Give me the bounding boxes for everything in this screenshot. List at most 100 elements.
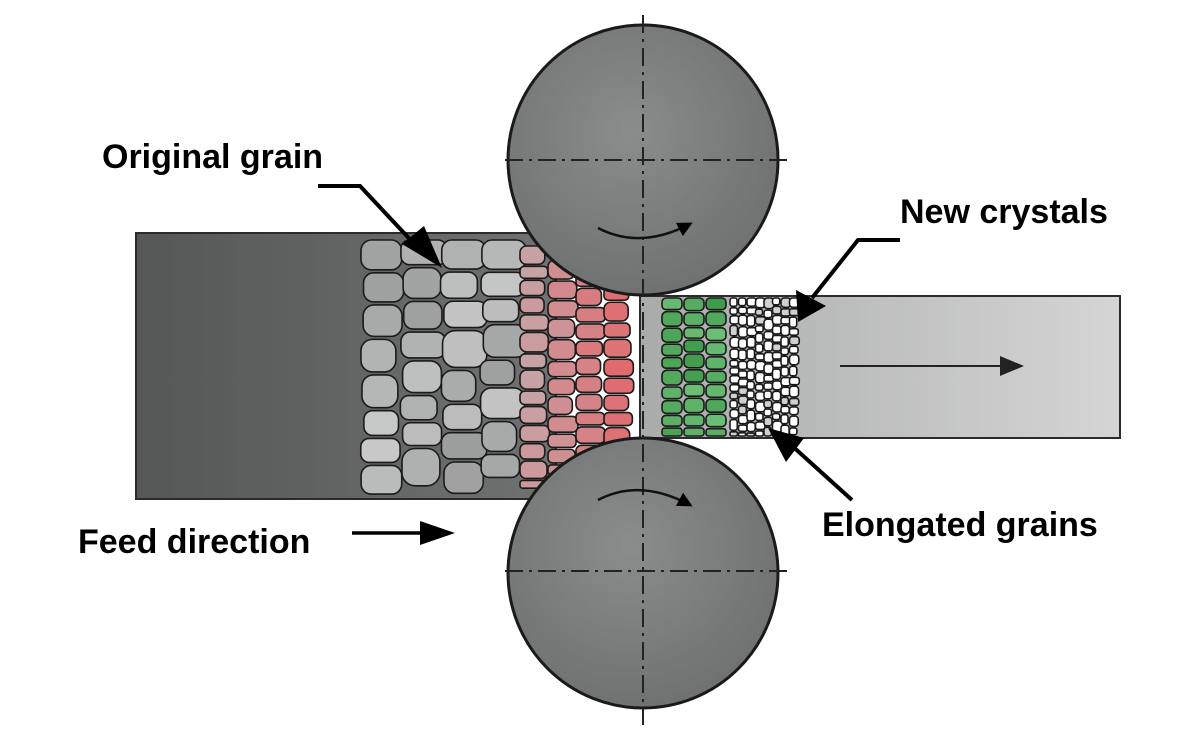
grain: [360, 338, 397, 373]
grain: [737, 405, 748, 415]
grain: [729, 324, 739, 337]
grain: [575, 287, 603, 307]
grain: [788, 345, 799, 355]
grain: [575, 306, 607, 323]
grain: [729, 359, 739, 368]
grain: [754, 343, 764, 354]
grain: [771, 342, 782, 352]
grain: [547, 299, 579, 318]
grain: [443, 461, 485, 495]
grain: [771, 305, 782, 315]
grain: [575, 340, 604, 357]
grain: [683, 413, 705, 427]
grain: [788, 385, 800, 398]
grain: [705, 370, 727, 384]
grain: [737, 360, 748, 371]
grain: [780, 413, 789, 425]
grain: [763, 416, 773, 427]
grain: [705, 341, 727, 356]
grain: [754, 308, 764, 317]
grain: [603, 322, 631, 339]
grain: [603, 377, 635, 395]
grain: [362, 304, 403, 338]
grain: [737, 349, 748, 361]
grain: [729, 399, 738, 409]
grain: [729, 367, 740, 375]
grain: [763, 399, 773, 409]
grain: [780, 355, 789, 367]
elongated-grains-leader: [788, 442, 854, 502]
grain: [683, 397, 705, 414]
grain: [780, 324, 791, 337]
grain: [519, 245, 546, 266]
grain: [754, 430, 765, 437]
grain: [788, 376, 801, 386]
grain: [441, 329, 488, 369]
grain: [401, 360, 443, 394]
grain: [519, 405, 548, 425]
grain: [440, 369, 477, 403]
grain: [519, 353, 547, 369]
elongated-grains-arrowhead: [768, 428, 804, 462]
lower-rotation-arrow: [597, 488, 693, 507]
grain: [661, 310, 683, 328]
upper-rotation-arrow: [597, 222, 693, 240]
grain: [603, 301, 629, 322]
grain: [746, 398, 756, 410]
grain: [737, 431, 747, 437]
grain: [440, 239, 487, 270]
feed-direction-arrowhead: [420, 521, 455, 545]
grain: [547, 338, 577, 361]
grain: [480, 453, 521, 479]
new-crystals-leader: [810, 238, 900, 300]
grain: [705, 427, 727, 437]
grain: [519, 369, 546, 390]
grain: [788, 335, 801, 346]
grain: [547, 318, 576, 339]
grain: [442, 403, 483, 431]
grain: [788, 353, 800, 366]
grain: [788, 406, 800, 416]
grain: [480, 271, 526, 298]
grain: [754, 383, 764, 392]
grain: [788, 316, 798, 328]
grain: [737, 306, 748, 315]
grain: [746, 359, 757, 371]
grain: [729, 297, 738, 308]
grain: [771, 297, 781, 306]
grain: [661, 369, 683, 386]
grain: [737, 370, 748, 379]
feed-direction-label: Feed direction: [78, 523, 311, 561]
grain: [519, 460, 548, 480]
grain: [746, 409, 756, 422]
original-grain-leader: [318, 184, 422, 252]
elongated-grains-label: Elongated grains: [822, 506, 1098, 544]
grain: [519, 442, 546, 460]
grain: [788, 365, 798, 377]
grain: [705, 356, 727, 371]
grain: [360, 239, 403, 271]
grain: [737, 297, 747, 307]
grain: [661, 356, 683, 369]
grain: [401, 447, 441, 487]
grain: [705, 398, 727, 414]
grain: [763, 309, 773, 319]
grain: [746, 421, 756, 433]
grain: [788, 327, 800, 337]
grain: [780, 396, 790, 406]
original-grain-label: Original grain: [102, 138, 324, 176]
grain: [771, 351, 783, 360]
grain: [754, 332, 764, 344]
grain: [754, 371, 766, 384]
grain: [547, 415, 579, 433]
grain: [746, 348, 756, 360]
grain: [603, 411, 634, 427]
grain: [763, 408, 773, 417]
grain: [661, 427, 683, 437]
grain: [519, 424, 551, 443]
grain: [780, 366, 790, 377]
grain: [361, 374, 399, 409]
original-grain-arrowhead: [402, 226, 442, 268]
grain: [705, 383, 727, 399]
